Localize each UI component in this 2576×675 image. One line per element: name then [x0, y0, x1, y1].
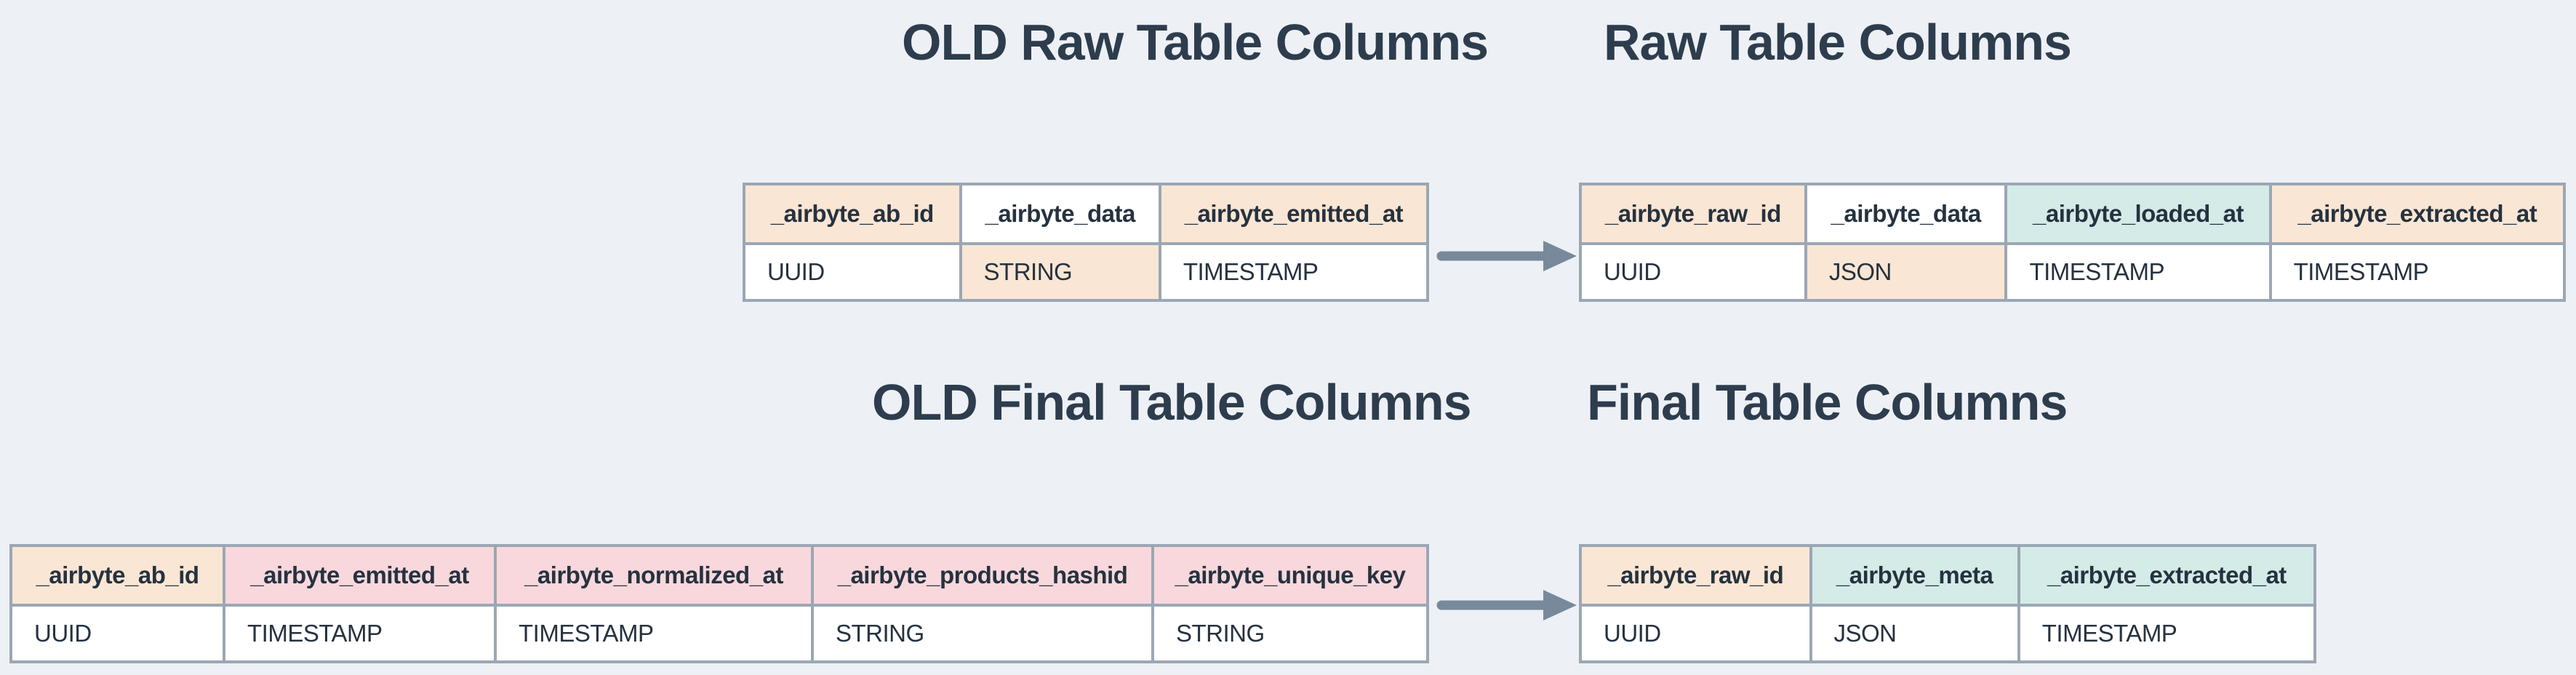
column-header-cell: _airbyte_extracted_at [2268, 183, 2567, 245]
column-type-cell: TIMESTAMP [2004, 242, 2272, 302]
column-header-cell: _airbyte_meta [1809, 544, 2020, 607]
column-header-cell: _airbyte_data [959, 183, 1161, 245]
column-header-cell: _airbyte_products_hashid [811, 544, 1154, 607]
column-type-cell: TIMESTAMP [2017, 604, 2317, 663]
old-final-table-title: OLD Final Table Columns [872, 374, 1472, 431]
column-type-cell: UUID [1579, 604, 1812, 663]
column-type-cell: UUID [9, 604, 225, 663]
new-raw-table: _airbyte_raw_id _airbyte_data _airbyte_l… [1579, 183, 2567, 302]
column-header-cell: _airbyte_normalized_at [494, 544, 814, 607]
old-raw-header-row: _airbyte_ab_id _airbyte_data _airbyte_em… [743, 183, 1430, 245]
column-type-cell: UUID [743, 242, 962, 302]
column-header-cell: _airbyte_ab_id [743, 183, 962, 245]
new-final-table: _airbyte_raw_id _airbyte_meta _airbyte_e… [1579, 544, 2317, 663]
column-header-cell: _airbyte_data [1804, 183, 2008, 245]
column-type-cell: STRING [1151, 604, 1429, 663]
column-header-cell: _airbyte_emitted_at [223, 544, 497, 607]
column-type-cell: UUID [1579, 242, 1807, 302]
column-header-cell: _airbyte_loaded_at [2004, 183, 2272, 245]
old-final-table: _airbyte_ab_id _airbyte_emitted_at _airb… [9, 544, 1429, 663]
column-type-cell: STRING [959, 242, 1161, 302]
new-final-header-row: _airbyte_raw_id _airbyte_meta _airbyte_e… [1579, 544, 2317, 607]
column-header-cell: _airbyte_emitted_at [1158, 183, 1430, 245]
old-final-header-row: _airbyte_ab_id _airbyte_emitted_at _airb… [9, 544, 1429, 607]
new-raw-type-row: UUID JSON TIMESTAMP TIMESTAMP [1579, 242, 2567, 302]
old-raw-table-title: OLD Raw Table Columns [902, 14, 1489, 71]
right-arrow-icon [1436, 241, 1577, 271]
column-type-cell: JSON [1809, 604, 2020, 663]
column-header-cell: _airbyte_extracted_at [2017, 544, 2317, 607]
final-table-title: Final Table Columns [1587, 374, 2068, 431]
column-header-cell: _airbyte_unique_key [1151, 544, 1429, 607]
old-raw-table: _airbyte_ab_id _airbyte_data _airbyte_em… [743, 183, 1430, 302]
column-type-cell: TIMESTAMP [2268, 242, 2567, 302]
column-header-cell: _airbyte_raw_id [1579, 544, 1812, 607]
column-type-cell: STRING [811, 604, 1154, 663]
column-type-cell: TIMESTAMP [494, 604, 814, 663]
column-type-cell: JSON [1804, 242, 2008, 302]
raw-table-title: Raw Table Columns [1604, 14, 2072, 71]
column-header-cell: _airbyte_ab_id [9, 544, 225, 607]
column-type-cell: TIMESTAMP [223, 604, 497, 663]
old-raw-type-row: UUID STRING TIMESTAMP [743, 242, 1430, 302]
right-arrow-icon [1436, 590, 1577, 620]
old-final-type-row: UUID TIMESTAMP TIMESTAMP STRING STRING [9, 604, 1429, 663]
column-type-cell: TIMESTAMP [1158, 242, 1430, 302]
column-header-cell: _airbyte_raw_id [1579, 183, 1807, 245]
new-final-type-row: UUID JSON TIMESTAMP [1579, 604, 2317, 663]
new-raw-header-row: _airbyte_raw_id _airbyte_data _airbyte_l… [1579, 183, 2567, 245]
